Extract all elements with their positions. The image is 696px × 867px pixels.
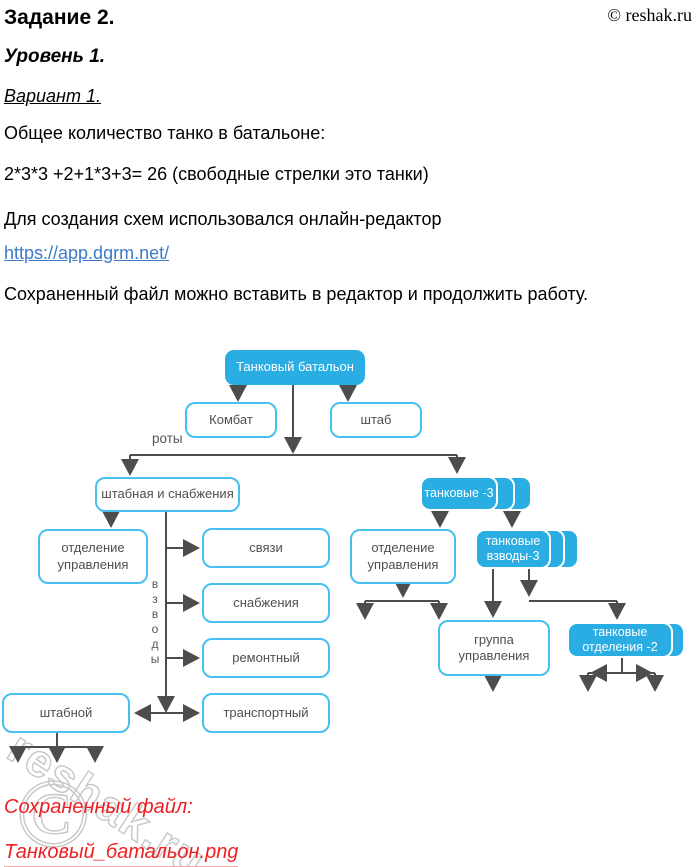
diagram-connectors	[9, 385, 664, 763]
copyright-note: © reshak.ru	[607, 5, 692, 25]
node-snabzheniya: снабжения	[202, 583, 330, 623]
node-kombat: Комбат	[185, 402, 277, 438]
task-title: Задание 2.	[4, 6, 115, 29]
node-tankovye-3-stack: танковые -3	[420, 476, 532, 511]
node-shtabnaya-i-snabzheniya: штабная и снабжения	[95, 477, 240, 512]
node-gruppa-upravleniya: группа управления	[438, 620, 550, 676]
node-shtabnoy: штабной	[2, 693, 130, 733]
node-shtab: штаб	[330, 402, 422, 438]
node-transportny: транспортный	[202, 693, 330, 733]
label-vzvody: взводы	[148, 577, 162, 667]
level-heading: Уровень 1.	[4, 46, 106, 67]
variant-heading: Вариант 1.	[4, 86, 101, 106]
node-tankovye-otdeleniya-2-stack: танковые отделения -2	[567, 622, 685, 658]
node-tankovye-vzvody-3: танковые взводы-3	[475, 529, 551, 569]
node-tankovye-3: танковые -3	[420, 476, 498, 511]
node-otdelenie-upravleniya-right: отделение управления	[350, 529, 456, 584]
node-tankovye-otdeleniya-2: танковые отделения -2	[567, 622, 673, 658]
paragraph-total: Общее количество танко в батальоне:	[4, 123, 326, 143]
saved-file-label: Сохраненный файл:	[4, 796, 193, 818]
node-svyazi: связи	[202, 528, 330, 568]
label-roty: роты	[152, 431, 183, 446]
paragraph-editor-note: Для создания схем использовался онлайн-р…	[4, 209, 442, 229]
node-otdelenie-upravleniya-left: отделение управления	[38, 529, 148, 584]
saved-file-name: Танковый_батальон.png	[4, 841, 239, 867]
paragraph-formula: 2*3*3 +2+1*3+3= 26 (свободные стрелки эт…	[4, 164, 429, 184]
node-tankovye-vzvody-3-stack: танковые взводы-3	[475, 529, 579, 569]
editor-link[interactable]: https://app.dgrm.net/	[4, 243, 170, 263]
node-remontny: ремонтный	[202, 638, 330, 678]
paragraph-save-note: Сохраненный файл можно вставить в редакт…	[4, 284, 589, 304]
node-tank-battalion: Танковый батальон	[225, 350, 365, 385]
